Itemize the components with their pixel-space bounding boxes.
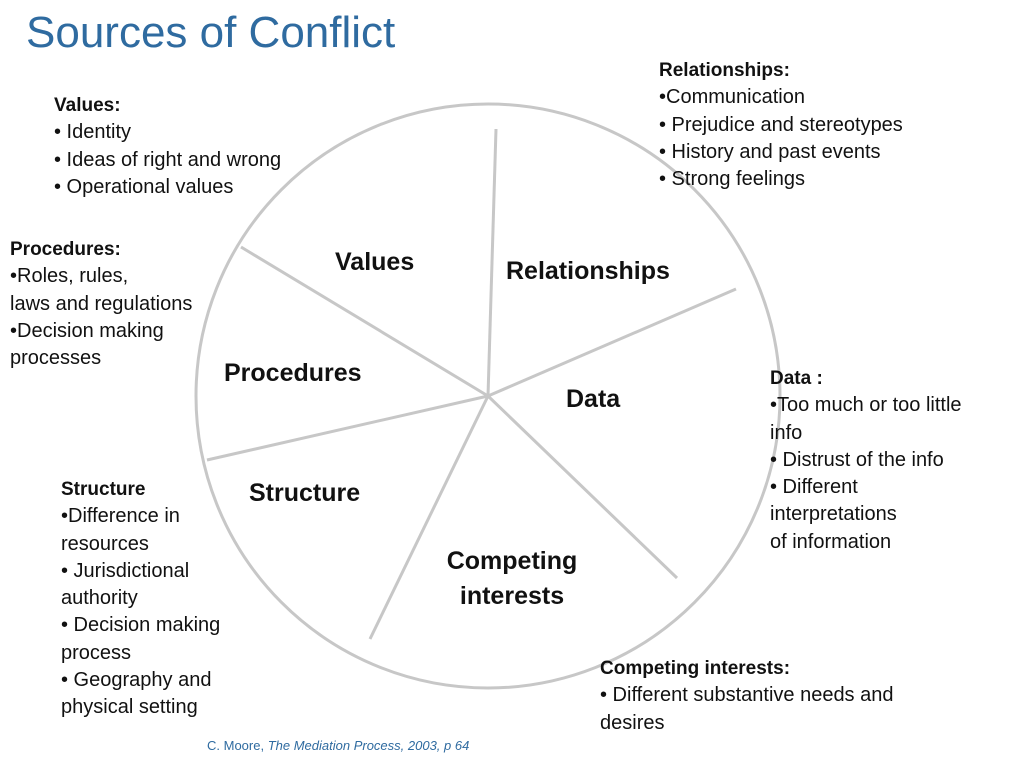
divider-data-competing: [486, 394, 679, 580]
values-note-heading: Values:: [54, 95, 121, 116]
procedures-note: Procedures: •Roles, rules, laws and regu…: [10, 236, 192, 372]
relationships-note: Relationships: •Communication • Prejudic…: [659, 57, 903, 193]
divider-structure-procedures: [206, 394, 489, 462]
competing-interests-note-line: desires: [600, 711, 665, 734]
segment-label-competing-line2: interests: [460, 582, 564, 610]
segment-label-relationships: Relationships: [506, 257, 670, 285]
wheel-dividers: [206, 128, 737, 640]
data-note-heading: Data :: [770, 368, 823, 389]
structure-note-line: physical setting: [61, 696, 198, 719]
structure-note-line: • Decision making: [61, 614, 221, 637]
divider-relationships-data: [487, 287, 737, 398]
competing-interests-note-line: • Different substantive needs and: [600, 684, 894, 707]
structure-note-heading: Structure: [61, 479, 146, 500]
data-note-line: info: [770, 421, 803, 444]
structure-note-line: • Geography and: [61, 669, 212, 692]
values-note-line: • Ideas of right and wrong: [54, 148, 282, 171]
values-note-line: • Operational values: [54, 175, 234, 198]
structure-note-line: resources: [61, 532, 149, 555]
divider-procedures-values: [240, 245, 489, 398]
relationships-note-line: •Communication: [659, 86, 805, 109]
data-note: Data : •Too much or too little info • Di…: [770, 365, 962, 556]
structure-note-line: process: [61, 641, 132, 664]
segment-label-values: Values: [335, 248, 414, 276]
data-note-line: • Distrust of the info: [770, 448, 944, 471]
data-note-line: • Different: [770, 476, 858, 499]
slide-title: Sources of Conflict: [26, 8, 396, 57]
segment-label-procedures: Procedures: [224, 359, 362, 387]
divider-competing-structure: [368, 395, 490, 640]
values-note-line: • Identity: [54, 121, 132, 144]
procedures-note-line: laws and regulations: [10, 292, 193, 315]
citation-work: The Mediation Process, 2003, p 64: [267, 738, 470, 753]
citation: C. Moore, The Mediation Process, 2003, p…: [207, 738, 469, 753]
structure-note: Structure •Difference in resources • Jur…: [61, 476, 220, 722]
procedures-note-line: •Roles, rules,: [10, 265, 129, 288]
values-note: Values: • Identity • Ideas of right and …: [54, 92, 281, 201]
competing-interests-note-heading: Competing interests:: [600, 658, 791, 679]
structure-note-line: •Difference in: [61, 505, 180, 528]
segment-label-structure: Structure: [249, 479, 360, 507]
structure-note-line: authority: [61, 587, 138, 610]
competing-interests-note: Competing interests: • Different substan…: [600, 655, 894, 737]
structure-note-line: • Jurisdictional: [61, 559, 190, 582]
data-note-line: of information: [770, 530, 892, 553]
relationships-note-line: • History and past events: [659, 140, 881, 163]
segment-label-competing-line1: Competing: [447, 547, 578, 575]
data-note-line: •Too much or too little: [770, 394, 962, 417]
data-note-line: interpretations: [770, 503, 897, 526]
procedures-note-heading: Procedures:: [10, 239, 121, 260]
relationships-note-line: • Prejudice and stereotypes: [659, 113, 903, 136]
divider-values-relationships: [486, 128, 498, 397]
procedures-note-line: processes: [10, 347, 102, 370]
citation-author: C. Moore,: [207, 738, 265, 753]
relationships-note-heading: Relationships:: [659, 60, 790, 81]
segment-label-data: Data: [566, 385, 621, 413]
relationships-note-line: • Strong feelings: [659, 168, 805, 191]
procedures-note-line: •Decision making: [10, 319, 164, 342]
